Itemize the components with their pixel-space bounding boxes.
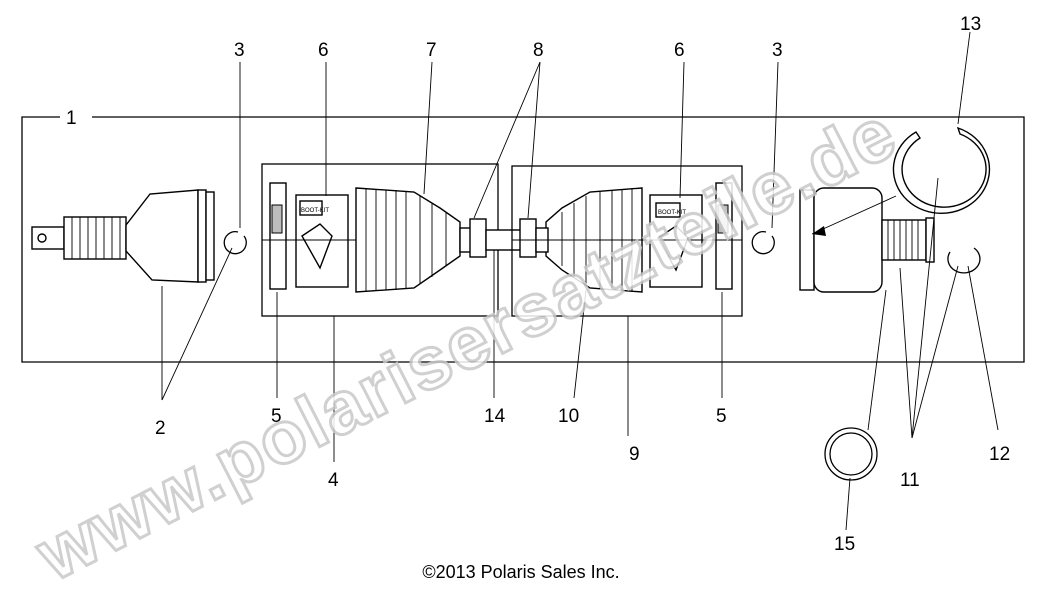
callout-1: 1 [66, 108, 77, 129]
callout-5-left: 5 [271, 406, 282, 427]
callout-5-right: 5 [716, 406, 727, 427]
boot-left [355, 187, 473, 293]
callout-11: 11 [900, 470, 920, 491]
callout-8: 8 [533, 40, 544, 61]
callout-3-right: 3 [772, 40, 783, 61]
callout-4: 4 [328, 470, 339, 491]
callout-7: 7 [426, 40, 437, 61]
callout-12: 12 [989, 444, 1010, 465]
callout-10: 10 [558, 406, 579, 427]
callout-6-left: 6 [318, 40, 329, 61]
arrow-head [812, 226, 826, 236]
circlip-left [223, 231, 247, 255]
circlip-12 [947, 247, 981, 274]
callout-6-right: 6 [674, 40, 685, 61]
boot-kit-left [261, 163, 499, 317]
circlip-right [751, 231, 775, 255]
callout-2: 2 [155, 418, 166, 439]
inner-cv-housing [799, 187, 935, 293]
assembly-frame [21, 116, 1025, 363]
watermark: www.polarisersatzteile.de [23, 90, 910, 597]
outer-cv-joint [31, 189, 215, 283]
snap-ring-large [892, 126, 991, 214]
callout-9: 9 [629, 444, 640, 465]
callout-labels: 1 2 3 3 4 5 5 6 6 7 8 9 10 11 12 13 14 1… [66, 14, 1010, 555]
callout-14: 14 [484, 406, 506, 427]
callout-13: 13 [960, 14, 981, 35]
kit-label-right: BOOT-KIT [658, 210, 686, 216]
o-ring [824, 427, 878, 481]
kit-label-left: BOOT-KIT [301, 208, 329, 214]
boot-kit-right [511, 165, 743, 317]
callout-15: 15 [834, 534, 855, 555]
leader-lines [161, 31, 999, 531]
callout-3-left: 3 [234, 40, 245, 61]
copyright-notice: ©2013 Polaris Sales Inc. [422, 562, 620, 582]
